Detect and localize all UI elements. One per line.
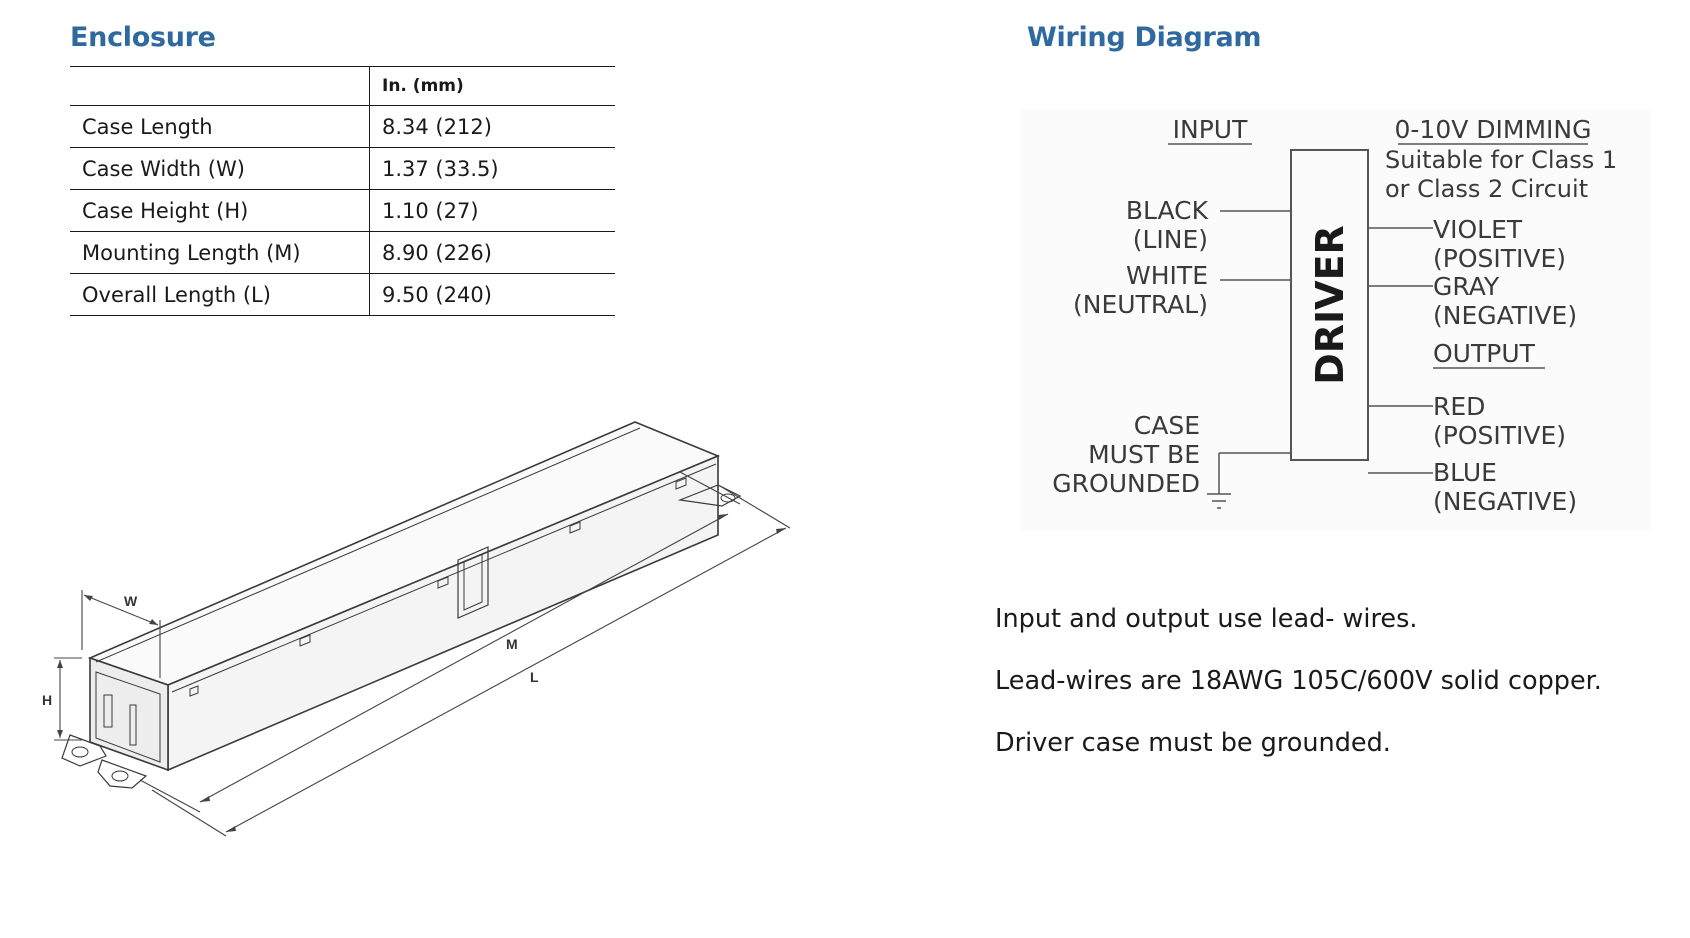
enclosure-title: Enclosure [70, 22, 216, 53]
table-row: Case Height (H) 1.10 (27) [70, 189, 615, 232]
enclosure-drawing: W H M L [42, 421, 791, 837]
note-wire-spec: Lead-wires are 18AWG 105C/600V solid cop… [995, 666, 1602, 696]
dim-label-h: H [42, 692, 52, 708]
table-header-row: In. (mm) [70, 66, 615, 106]
row-value: 9.50 (240) [369, 273, 615, 316]
dimming-note-2: or Class 2 Circuit [1385, 175, 1588, 203]
row-value: 1.37 (33.5) [369, 147, 615, 190]
label-violet: VIOLET [1433, 215, 1523, 244]
note-lead-wires: Input and output use lead- wires. [995, 604, 1418, 634]
label-gray-polarity: (NEGATIVE) [1433, 301, 1577, 330]
label-gray: GRAY [1433, 272, 1500, 301]
label-red-polarity: (POSITIVE) [1433, 421, 1566, 450]
label-blue-polarity: (NEGATIVE) [1433, 487, 1577, 516]
label-case-1: CASE [1134, 411, 1200, 440]
table-row: Case Width (W) 1.37 (33.5) [70, 147, 615, 190]
dimming-note-1: Suitable for Class 1 [1385, 146, 1617, 174]
table-row: Mounting Length (M) 8.90 (226) [70, 231, 615, 274]
input-heading: INPUT [1173, 115, 1248, 144]
label-blue: BLUE [1433, 458, 1497, 487]
label-white: WHITE [1126, 261, 1208, 290]
output-heading: OUTPUT [1433, 339, 1536, 368]
table-header-units: In. (mm) [369, 66, 615, 106]
label-violet-polarity: (POSITIVE) [1433, 244, 1566, 273]
table-header-blank [70, 66, 370, 106]
dim-label-w: W [124, 593, 138, 609]
row-label: Case Height (H) [70, 189, 370, 232]
wiring-title: Wiring Diagram [1027, 22, 1262, 53]
driver-label: DRIVER [1308, 225, 1352, 385]
row-label: Overall Length (L) [70, 273, 370, 316]
row-value: 1.10 (27) [369, 189, 615, 232]
row-value: 8.90 (226) [369, 231, 615, 274]
label-line: (LINE) [1133, 225, 1208, 254]
dim-label-l: L [530, 669, 539, 685]
table-row: Case Length 8.34 (212) [70, 105, 615, 148]
dim-label-m: M [506, 636, 518, 652]
enclosure-table: In. (mm) Case Length 8.34 (212) Case Wid… [70, 66, 615, 316]
wiring-diagram: INPUT 0-10V DIMMING Suitable for Class 1… [1020, 110, 1650, 530]
label-black: BLACK [1126, 196, 1209, 225]
row-label: Mounting Length (M) [70, 231, 370, 274]
label-case-3: GROUNDED [1052, 469, 1200, 498]
label-neutral: (NEUTRAL) [1073, 290, 1208, 319]
row-label: Case Length [70, 105, 370, 148]
dimming-heading: 0-10V DIMMING [1395, 115, 1592, 144]
label-red: RED [1433, 392, 1485, 421]
note-grounding: Driver case must be grounded. [995, 728, 1391, 758]
label-case-2: MUST BE [1088, 440, 1200, 469]
row-value: 8.34 (212) [369, 105, 615, 148]
row-label: Case Width (W) [70, 147, 370, 190]
table-row: Overall Length (L) 9.50 (240) [70, 273, 615, 316]
